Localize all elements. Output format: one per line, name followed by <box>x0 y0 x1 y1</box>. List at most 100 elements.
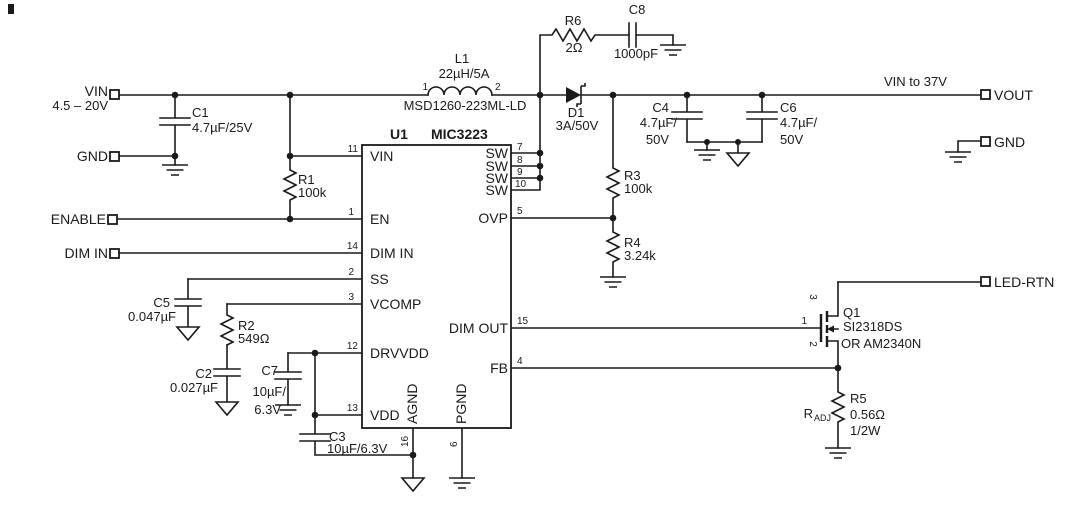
label-l1-part: MSD1260-223ML-LD <box>404 98 527 113</box>
wire-gnd-right <box>957 140 982 153</box>
junction-dot <box>704 139 710 145</box>
label-c5-ref: C5 <box>153 295 170 310</box>
terminal-dim-in-label: DIM IN <box>64 245 108 261</box>
label-radj-sub: ADJ <box>814 413 831 423</box>
wire-sw-bus <box>510 94 541 191</box>
junction-dot <box>536 91 544 99</box>
inductor-body <box>427 86 493 96</box>
terminal-led-rtn <box>980 276 991 287</box>
label-r3-value: 100k <box>624 181 653 196</box>
label-l1-value: 22µH/5A <box>439 66 490 81</box>
label-q1-pin2: 2 <box>807 341 818 347</box>
label-r5-ref: R5 <box>850 391 867 406</box>
pin-name-dim-in: DIM IN <box>370 245 414 261</box>
pin-num-15: 15 <box>517 316 529 327</box>
pin-name-sw10: SW <box>485 182 508 198</box>
label-r1-value: 100k <box>298 185 327 200</box>
resistor-r4 <box>599 217 627 288</box>
pin-num-5: 5 <box>517 206 523 217</box>
vout-voltage-note: VIN to 37V <box>884 74 947 89</box>
capacitor-c8 <box>628 22 687 56</box>
capacitor-c3 <box>299 414 414 456</box>
label-c1-ref: C1 <box>192 105 209 120</box>
resistor-r3 <box>605 94 621 219</box>
label-c1-value: 4.7µF/25V <box>192 120 253 135</box>
resistor-body <box>605 94 621 219</box>
resistor-body <box>219 303 235 347</box>
junction-dot <box>758 91 766 99</box>
pin-name-pgnd: PGND <box>453 384 469 424</box>
labels: VIN 4.5 – 20V GND ENABLE DIM IN VIN to 3… <box>51 2 1055 456</box>
pin-name-sw7: SW <box>485 145 508 161</box>
resistor-body <box>282 94 298 220</box>
mosfet-leads <box>826 281 839 369</box>
label-q1-pin3: 3 <box>807 294 818 300</box>
pin-name-en: EN <box>370 211 389 227</box>
pin-num-2: 2 <box>348 267 354 278</box>
capacitor-body <box>213 344 241 403</box>
label-c4-ref: C4 <box>652 100 669 115</box>
label-c4-value2: 50V <box>646 132 669 147</box>
pin-num-7: 7 <box>517 142 523 153</box>
label-r6-value: 2Ω <box>566 40 583 55</box>
label-r5-power: 1/2W <box>850 423 881 438</box>
label-l1-ref: L1 <box>455 51 469 66</box>
label-q1-ref: Q1 <box>843 305 860 320</box>
junction-dot <box>286 91 294 99</box>
label-r3-ref: R3 <box>624 168 641 183</box>
label-c2-ref: C2 <box>195 366 212 381</box>
terminal-enable-label: ENABLE <box>51 211 106 227</box>
resistor-r2 <box>219 303 235 347</box>
label-c7-ref: C7 <box>261 363 278 378</box>
pin-name-drvvdd: DRVVDD <box>370 345 429 361</box>
junction-dot <box>286 152 294 160</box>
pin-num-9: 9 <box>517 167 523 178</box>
wire-drvvdd <box>287 352 363 416</box>
junction-dots <box>171 91 842 459</box>
scan-artifact-mark <box>8 4 14 14</box>
junction-dot <box>536 149 544 157</box>
terminal-vin <box>109 89 120 100</box>
ic-u1-body <box>361 144 512 429</box>
terminal-gnd-right <box>980 136 991 147</box>
capacitor-body <box>628 22 674 48</box>
junction-dot <box>171 152 179 160</box>
pin-name-sw9: SW <box>485 170 508 186</box>
resistor-r6 <box>539 27 630 96</box>
terminal-vout <box>980 89 991 100</box>
pin-name-vdd: VDD <box>370 407 400 423</box>
label-c5-value: 0.047µF <box>128 309 176 324</box>
label-c7-value2: 6.3V <box>254 402 281 417</box>
pin-num-16: 16 <box>400 435 411 447</box>
terminal-led-rtn-label: LED-RTN <box>994 274 1054 290</box>
label-q1-part2: OR AM2340N <box>841 336 921 351</box>
label-c6-ref: C6 <box>780 100 797 115</box>
label-r6-ref: R6 <box>565 13 582 28</box>
junction-dot <box>311 349 319 357</box>
inductor-l1 <box>427 86 493 96</box>
capacitor-body <box>299 414 414 456</box>
terminal-vin-label: VIN <box>85 83 108 99</box>
capacitor-body <box>174 278 202 328</box>
terminal-enable <box>107 214 118 225</box>
label-c2-value: 0.027µF <box>170 380 218 395</box>
terminal-vout-label: VOUT <box>994 87 1033 103</box>
label-radj-base: R <box>804 406 813 421</box>
pin-num-13: 13 <box>347 403 359 414</box>
label-r5-value: 0.56Ω <box>850 407 885 422</box>
capacitor-c7 <box>274 352 302 416</box>
label-c7-value1: 10µF/ <box>252 384 286 399</box>
junction-dot <box>536 162 544 170</box>
pin-name-ss: SS <box>370 271 389 287</box>
junction-dot <box>609 214 617 222</box>
capacitor-c5 <box>174 278 202 341</box>
label-r2-ref: R2 <box>238 318 255 333</box>
terminal-gnd-left-label: GND <box>77 148 108 164</box>
label-q1-pin1: 1 <box>801 316 807 327</box>
capacitor-c1 <box>159 94 191 176</box>
capacitor-body <box>159 94 191 166</box>
junction-dot <box>311 411 319 419</box>
capacitor-c2 <box>213 344 241 416</box>
label-c6-value2: 50V <box>780 132 803 147</box>
resistor-body <box>830 367 846 449</box>
